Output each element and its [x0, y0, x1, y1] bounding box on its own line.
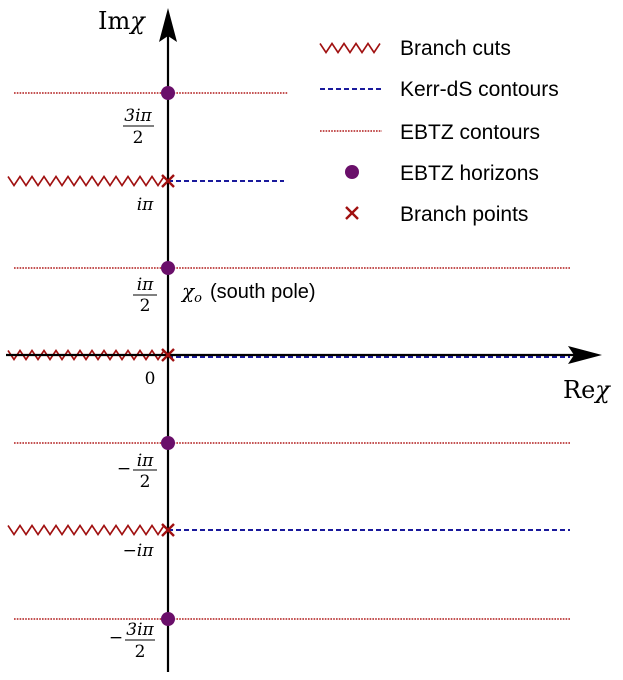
tick-zero: 0	[145, 369, 156, 389]
svg-text:EBTZ contours: EBTZ contours	[400, 121, 540, 144]
tick-minus-3ipi2-numerator: 3iπ	[126, 620, 154, 640]
horizon-point-minus-3ipi2	[161, 612, 175, 626]
branch-point-zero	[161, 348, 175, 362]
branch-cut-ipi	[7, 175, 165, 187]
legend-item-kerr-ds: Kerr-dS contours	[320, 78, 559, 101]
tick-labels: 3iπ 2 iπ iπ 2 0 − iπ 2 −iπ − 3iπ 2	[109, 106, 157, 662]
imaginary-axis	[159, 8, 177, 672]
real-axis-arrow-icon	[568, 346, 602, 364]
tick-ipi2-numerator: iπ	[137, 275, 154, 295]
kerr-ds-contours	[168, 180, 570, 531]
legend-branch-cut-swatch	[319, 42, 381, 54]
ebtz-contours	[14, 92, 570, 620]
branch-point-minus-ipi	[161, 523, 175, 537]
legend-item-branch-cuts: Branch cuts	[319, 37, 511, 60]
y-axis-label: Imχ	[98, 7, 146, 35]
horizon-point-ipi2	[161, 261, 175, 275]
legend-item-ebtz-contours: EBTZ contours	[320, 121, 540, 144]
legend-item-ebtz-horizons: EBTZ horizons	[345, 162, 539, 185]
imaginary-axis-arrow-icon	[159, 8, 177, 42]
ebtz-horizons	[161, 86, 175, 626]
branch-points	[161, 174, 175, 537]
tick-3ipi2-numerator: 3iπ	[124, 106, 152, 126]
tick-minus-ipi2-denominator: 2	[140, 472, 151, 492]
svg-text:EBTZ horizons: EBTZ horizons	[400, 162, 539, 185]
branch-cut-zero	[7, 349, 165, 361]
legend: Branch cuts Kerr-dS contours EBTZ contou…	[319, 37, 559, 226]
legend-item-branch-points: Branch points	[345, 203, 528, 226]
branch-cuts	[7, 175, 165, 536]
real-axis	[6, 346, 602, 364]
tick-3ipi2-denominator: 2	[133, 128, 144, 148]
branch-point-ipi	[161, 174, 175, 188]
branch-cut-minus-ipi	[7, 524, 165, 536]
svg-text:Branch cuts: Branch cuts	[400, 37, 511, 60]
tick-minus-3ipi2-sign: −	[109, 628, 123, 648]
tick-minus-ipi: −iπ	[123, 541, 155, 561]
south-pole-annotation: χo(south pole)	[180, 279, 316, 306]
svg-text:Branch points: Branch points	[400, 203, 528, 226]
horizon-point-3ipi2	[161, 86, 175, 100]
horizon-point-minus-ipi2	[161, 436, 175, 450]
svg-text:Kerr-dS contours: Kerr-dS contours	[400, 78, 559, 101]
tick-ipi2-denominator: 2	[140, 296, 151, 316]
tick-ipi: iπ	[137, 195, 154, 215]
tick-minus-3ipi2-denominator: 2	[135, 642, 146, 662]
x-axis-label: Reχ	[563, 376, 611, 404]
tick-minus-ipi2-sign: −	[117, 459, 131, 479]
tick-minus-ipi2-numerator: iπ	[137, 451, 154, 471]
